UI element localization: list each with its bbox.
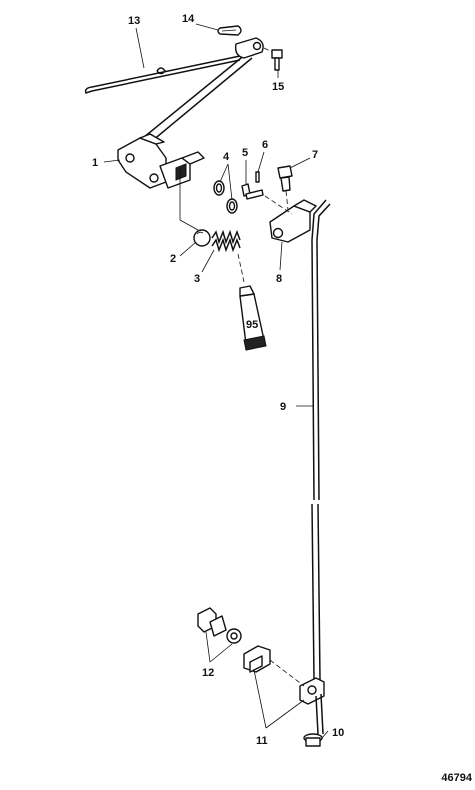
- callout-4: 4: [223, 151, 230, 163]
- link-rod-part-13: [84, 55, 241, 94]
- shift-rod-part-9: [311, 199, 331, 681]
- callout-1: 1: [92, 157, 98, 169]
- callout-labels: 1 2 3 4 5 6 7 8 9 10 11 12 13 14 15: [92, 13, 344, 747]
- rod-end-part-10: [303, 733, 323, 747]
- pivot-bolt-part-15: [263, 47, 283, 71]
- shift-lever-body-part-1: [117, 133, 205, 231]
- shift-arm: [137, 37, 264, 147]
- callout-6: 6: [262, 139, 268, 151]
- callout-13: 13: [128, 15, 140, 27]
- callout-7: 7: [312, 149, 318, 161]
- pin-part-6: [255, 171, 260, 183]
- tube-label-95: 95: [246, 319, 258, 331]
- o-rings-part-4: [213, 180, 238, 214]
- rod-guide-part-11: [243, 645, 325, 735]
- bolt-washer-part-12: [197, 607, 242, 644]
- diagram-reference-number: 46794: [441, 772, 472, 784]
- callout-10: 10: [332, 727, 344, 739]
- callout-2: 2: [170, 253, 176, 265]
- callout-5: 5: [242, 147, 248, 159]
- ball-part-2: [193, 229, 211, 247]
- clip-pin-part-14: [217, 25, 242, 36]
- callout-3: 3: [194, 273, 200, 285]
- callout-11: 11: [256, 735, 268, 747]
- callout-9: 9: [280, 401, 286, 413]
- lubricant-tube: 95: [239, 285, 267, 351]
- callout-15: 15: [272, 81, 284, 93]
- callout-14: 14: [182, 13, 195, 25]
- callout-8: 8: [276, 273, 282, 285]
- leader-lines: [103, 23, 329, 739]
- shift-block-part-8: [264, 195, 317, 243]
- callout-12: 12: [202, 667, 214, 679]
- set-screw-part-7: [277, 165, 293, 211]
- screw-part-5: [241, 183, 264, 200]
- spring-part-3: [211, 229, 245, 283]
